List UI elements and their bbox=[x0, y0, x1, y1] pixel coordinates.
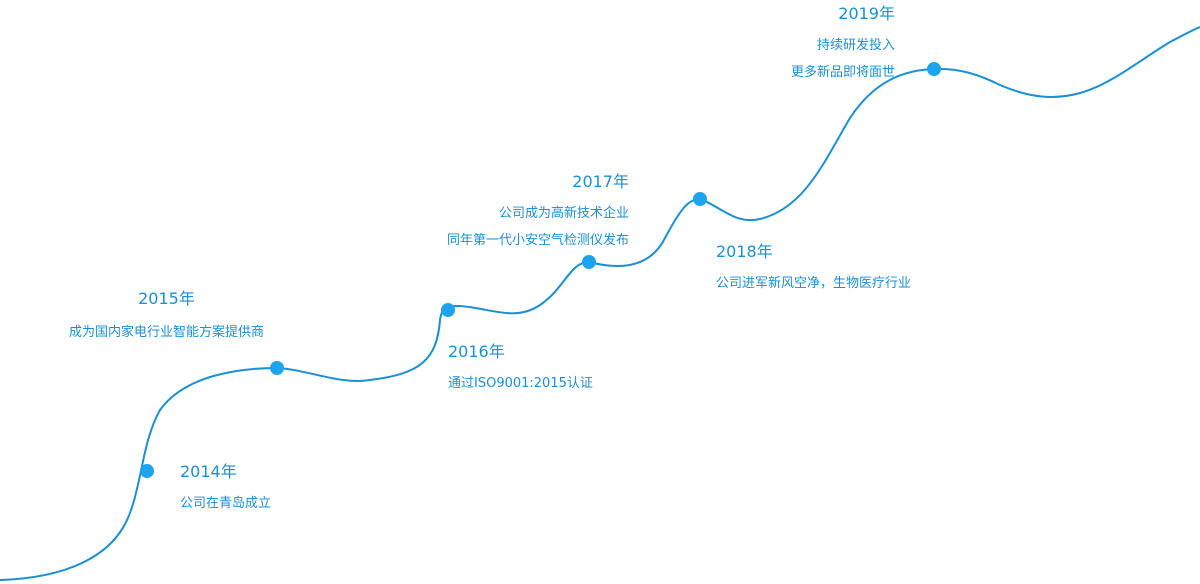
milestone-dot-2018 bbox=[693, 192, 707, 206]
milestone-text: 持续研发投入 bbox=[816, 38, 895, 53]
milestone-2017: 2017年 公司成为高新技术企业 同年第一代小安空气检测仪发布 bbox=[447, 172, 629, 254]
milestone-2014: 2014年 公司在青岛成立 bbox=[180, 462, 271, 517]
milestone-text: 成为国内家电行业智能方案提供商 bbox=[68, 325, 264, 340]
milestone-text: 通过ISO9001:2015认证 bbox=[448, 376, 593, 391]
milestone-year: 2017年 bbox=[572, 172, 629, 191]
milestone-2015: 2015年 成为国内家电行业智能方案提供商 bbox=[69, 289, 264, 346]
milestone-2018: 2018年 公司进军新风空净，生物医疗行业 bbox=[716, 242, 911, 297]
milestone-2016: 2016年 通过ISO9001:2015认证 bbox=[448, 342, 593, 397]
milestone-year: 2015年 bbox=[138, 289, 195, 308]
milestone-dot-2014 bbox=[140, 464, 154, 478]
milestone-dot-2015 bbox=[270, 361, 284, 375]
milestone-year: 2019年 bbox=[838, 4, 895, 23]
milestone-text: 更多新品即将面世 bbox=[790, 65, 895, 80]
milestone-dot-2017 bbox=[582, 255, 596, 269]
timeline-curve bbox=[0, 26, 1200, 581]
milestone-dot-2016 bbox=[441, 303, 455, 317]
milestone-text: 公司在青岛成立 bbox=[180, 496, 272, 511]
milestone-text: 公司进军新风空净，生物医疗行业 bbox=[716, 276, 912, 291]
milestone-text: 公司成为高新技术企业 bbox=[498, 206, 629, 221]
milestone-2019: 2019年 持续研发投入 更多新品即将面世 bbox=[791, 4, 895, 86]
milestone-year: 2016年 bbox=[448, 342, 505, 361]
milestone-year: 2014年 bbox=[180, 462, 237, 481]
milestone-dot-2019 bbox=[927, 62, 941, 76]
milestone-text: 同年第一代小安空气检测仪发布 bbox=[446, 233, 629, 248]
milestone-year: 2018年 bbox=[716, 242, 773, 261]
